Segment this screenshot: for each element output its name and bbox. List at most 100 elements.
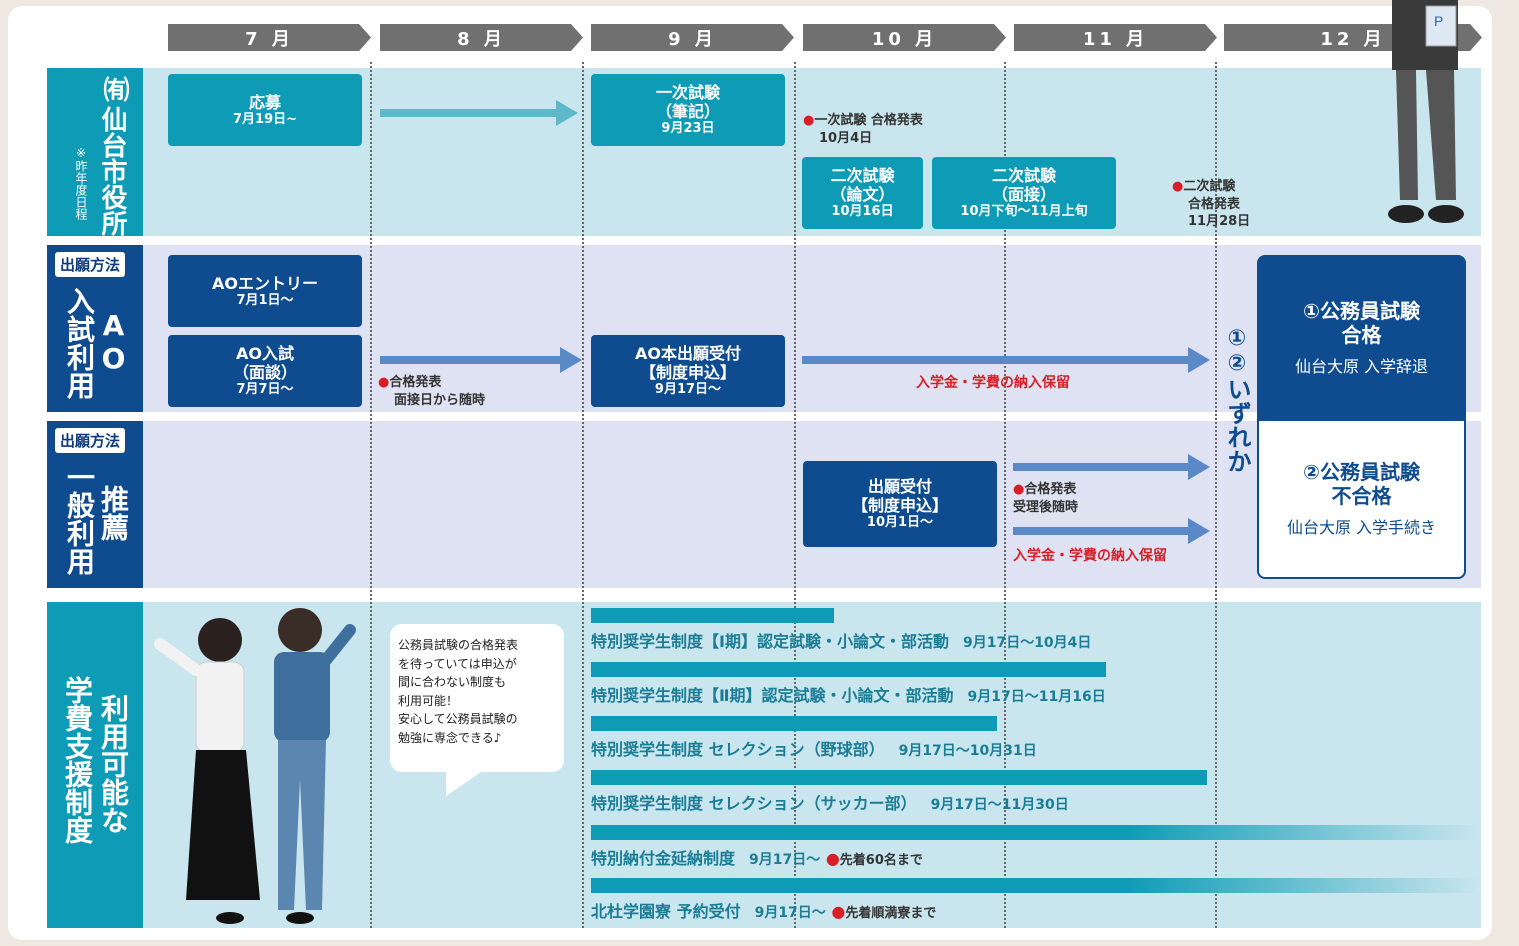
rec-apply-box: 出願受付 【制度申込】 10月1日～ — [803, 461, 997, 547]
rec-label-col2: 一般利用 — [63, 463, 96, 575]
support-row-name: 北杜学園寮 予約受付 — [591, 902, 741, 921]
divider — [1215, 62, 1217, 928]
support-row-period: 9月17日～ — [749, 852, 821, 868]
month-sep: 9 月 — [591, 24, 794, 51]
month-aug: 8 月 — [380, 24, 583, 51]
city-arrow — [380, 100, 578, 126]
city-label-main: 仙台市役所 — [97, 106, 127, 236]
support-row-name: 特別奨学生制度【Ⅰ期】認定試験・小論文・部活動 — [591, 632, 949, 651]
support-bar-3 — [591, 716, 997, 731]
ao-result-title: 合格発表 — [389, 375, 442, 390]
divider — [794, 62, 796, 928]
support-row-name: 特別奨学生制度 セレクション（野球部） — [591, 740, 885, 759]
city-second-essay-sub: （論文） — [830, 185, 895, 205]
ao-entry-box: AOエントリー 7月1日～ — [168, 255, 362, 327]
city-first-result-date: 10月4日 — [819, 130, 873, 146]
city-label-prefix: ㈲ — [99, 76, 129, 102]
students-photo — [154, 608, 356, 924]
ao-result-note: 面接日から随時 — [394, 392, 486, 408]
city-second-result-line2: 合格発表 — [1188, 196, 1241, 212]
bubble-line: 利用可能！ — [398, 693, 459, 708]
city-apply-title: 応募 — [248, 92, 281, 112]
outcome-fail-box: ②公務員試験 不合格 仙台大原 入学手続き — [1257, 421, 1466, 579]
outcome-pass-box: ①公務員試験 合格 仙台大原 入学辞退 — [1257, 255, 1466, 421]
ao-arrow-1 — [380, 347, 582, 373]
divider — [1004, 62, 1006, 928]
month-jul: 7 月 — [168, 24, 371, 51]
city-second-result: ●二次試験 合格発表 11月28日 — [1172, 178, 1250, 231]
city-second-interview-box: 二次試験 （面接） 10月下旬～11月上旬 — [932, 157, 1116, 229]
dot-marker: ● — [803, 113, 815, 128]
outcome-fail-title1: ②公務員試験 — [1303, 460, 1420, 485]
support-row-name: 特別納付金延納制度 — [591, 849, 736, 868]
outcome-fail-action: 仙台大原 入学手続き — [1286, 518, 1437, 538]
support-row-name: 特別奨学生制度【Ⅱ期】認定試験・小論文・部活動 — [591, 686, 954, 705]
ao-exam-sub: （面談） — [232, 363, 297, 383]
outcome-pass-title1: ①公務員試験 — [1303, 299, 1420, 324]
svg-text:P: P — [1434, 13, 1443, 29]
dot-marker: ● — [831, 902, 846, 921]
city-second-interview-date: 10月下旬～11月上旬 — [960, 204, 1088, 220]
bubble-line: 公務員試験の合格発表 — [398, 638, 519, 652]
bubble-line: 勉強に専念できる♪ — [398, 730, 502, 745]
divider — [370, 62, 372, 928]
outcome-pass-action: 仙台大原 入学辞退 — [1294, 357, 1429, 377]
support-label-panel: 利用可能な 学費支援制度 — [47, 602, 143, 928]
either-n1: ① — [1227, 326, 1247, 351]
support-row-name: 特別奨学生制度 セレクション（サッカー部） — [591, 794, 917, 813]
either-indicator: ① ② いずれか — [1222, 326, 1252, 473]
support-bar-1 — [591, 608, 834, 623]
city-first-exam-box: 一次試験 （筆記） 9月23日 — [591, 74, 785, 146]
dot-marker: ● — [1013, 482, 1025, 497]
ao-main-apply-date: 9月17日～ — [654, 382, 722, 398]
bubble-line: 間に合わない制度も — [398, 675, 507, 690]
divider — [582, 62, 584, 928]
city-second-essay-box: 二次試験 （論文） 10月16日 — [802, 157, 923, 229]
bubble-line: 安心して公務員試験の — [398, 712, 518, 727]
support-row-bg — [142, 602, 1481, 928]
city-first-result-title: 一次試験 合格発表 — [814, 113, 923, 128]
city-apply-date: 7月19日~ — [232, 111, 298, 127]
speech-bubble: 公務員試験の合格発表 を待っていては申込が 間に合わない制度も 利用可能！ 安心… — [390, 624, 564, 772]
ao-exam-date: 7月7日～ — [236, 382, 294, 398]
ao-exam-title: AO入試 — [236, 344, 294, 364]
rec-result-title: 合格発表 — [1024, 482, 1077, 497]
support-bar-4 — [591, 770, 1207, 785]
ao-main-apply-box: AO本出願受付 【制度申込】 9月17日～ — [591, 335, 785, 407]
support-row-3: 特別奨学生制度 セレクション（野球部） 9月17日～10月31日 — [591, 736, 1037, 760]
outcome-pass-title2: 合格 — [1341, 323, 1382, 348]
outcome-fail-title2: 不合格 — [1331, 484, 1392, 509]
dot-marker: ● — [825, 849, 840, 868]
either-n2: ② — [1227, 351, 1247, 377]
rec-method-tag: 出願方法 — [55, 428, 126, 453]
city-label-panel: ㈲ 仙台市役所 ※昨年度日程 — [47, 68, 143, 236]
support-row-extra: 先着順満寮まで — [845, 906, 937, 921]
person-photo: P — [1388, 0, 1464, 223]
support-label-col2: 学費支援制度 — [61, 676, 94, 844]
city-first-result: ●一次試験 合格発表 10月4日 — [803, 112, 923, 147]
dot-marker: ● — [1172, 179, 1184, 194]
rec-apply-title: 出願受付 — [867, 477, 932, 497]
month-nov: 11 月 — [1014, 24, 1217, 51]
ao-main-apply-sub: 【制度申込】 — [639, 363, 736, 383]
ao-entry-date: 7月1日～ — [236, 292, 294, 308]
ao-exam-box: AO入試 （面談） 7月7日～ — [168, 335, 362, 407]
city-second-interview-title: 二次試験 — [991, 166, 1056, 186]
ao-main-apply-title: AO本出願受付 — [635, 344, 741, 364]
either-text: いずれか — [1223, 376, 1251, 473]
city-label-note: ※昨年度日程 — [74, 146, 88, 220]
ao-entry-title: AOエントリー — [212, 273, 318, 293]
city-second-essay-date: 10月16日 — [831, 204, 894, 220]
city-first-exam-title: 一次試験 — [655, 83, 720, 103]
city-second-essay-title: 二次試験 — [830, 166, 895, 186]
ao-label-col2: 入試利用 — [63, 287, 96, 399]
support-bar-6 — [591, 878, 1481, 893]
support-row-period: 9月17日～10月31日 — [898, 743, 1037, 759]
ao-hold-note: 入学金・学費の納入保留 — [916, 375, 1070, 391]
rec-arrow-2 — [1013, 518, 1210, 544]
support-label-col1: 利用可能な — [97, 694, 130, 834]
rec-arrow-1 — [1013, 454, 1210, 480]
bubble-tail — [446, 770, 484, 796]
